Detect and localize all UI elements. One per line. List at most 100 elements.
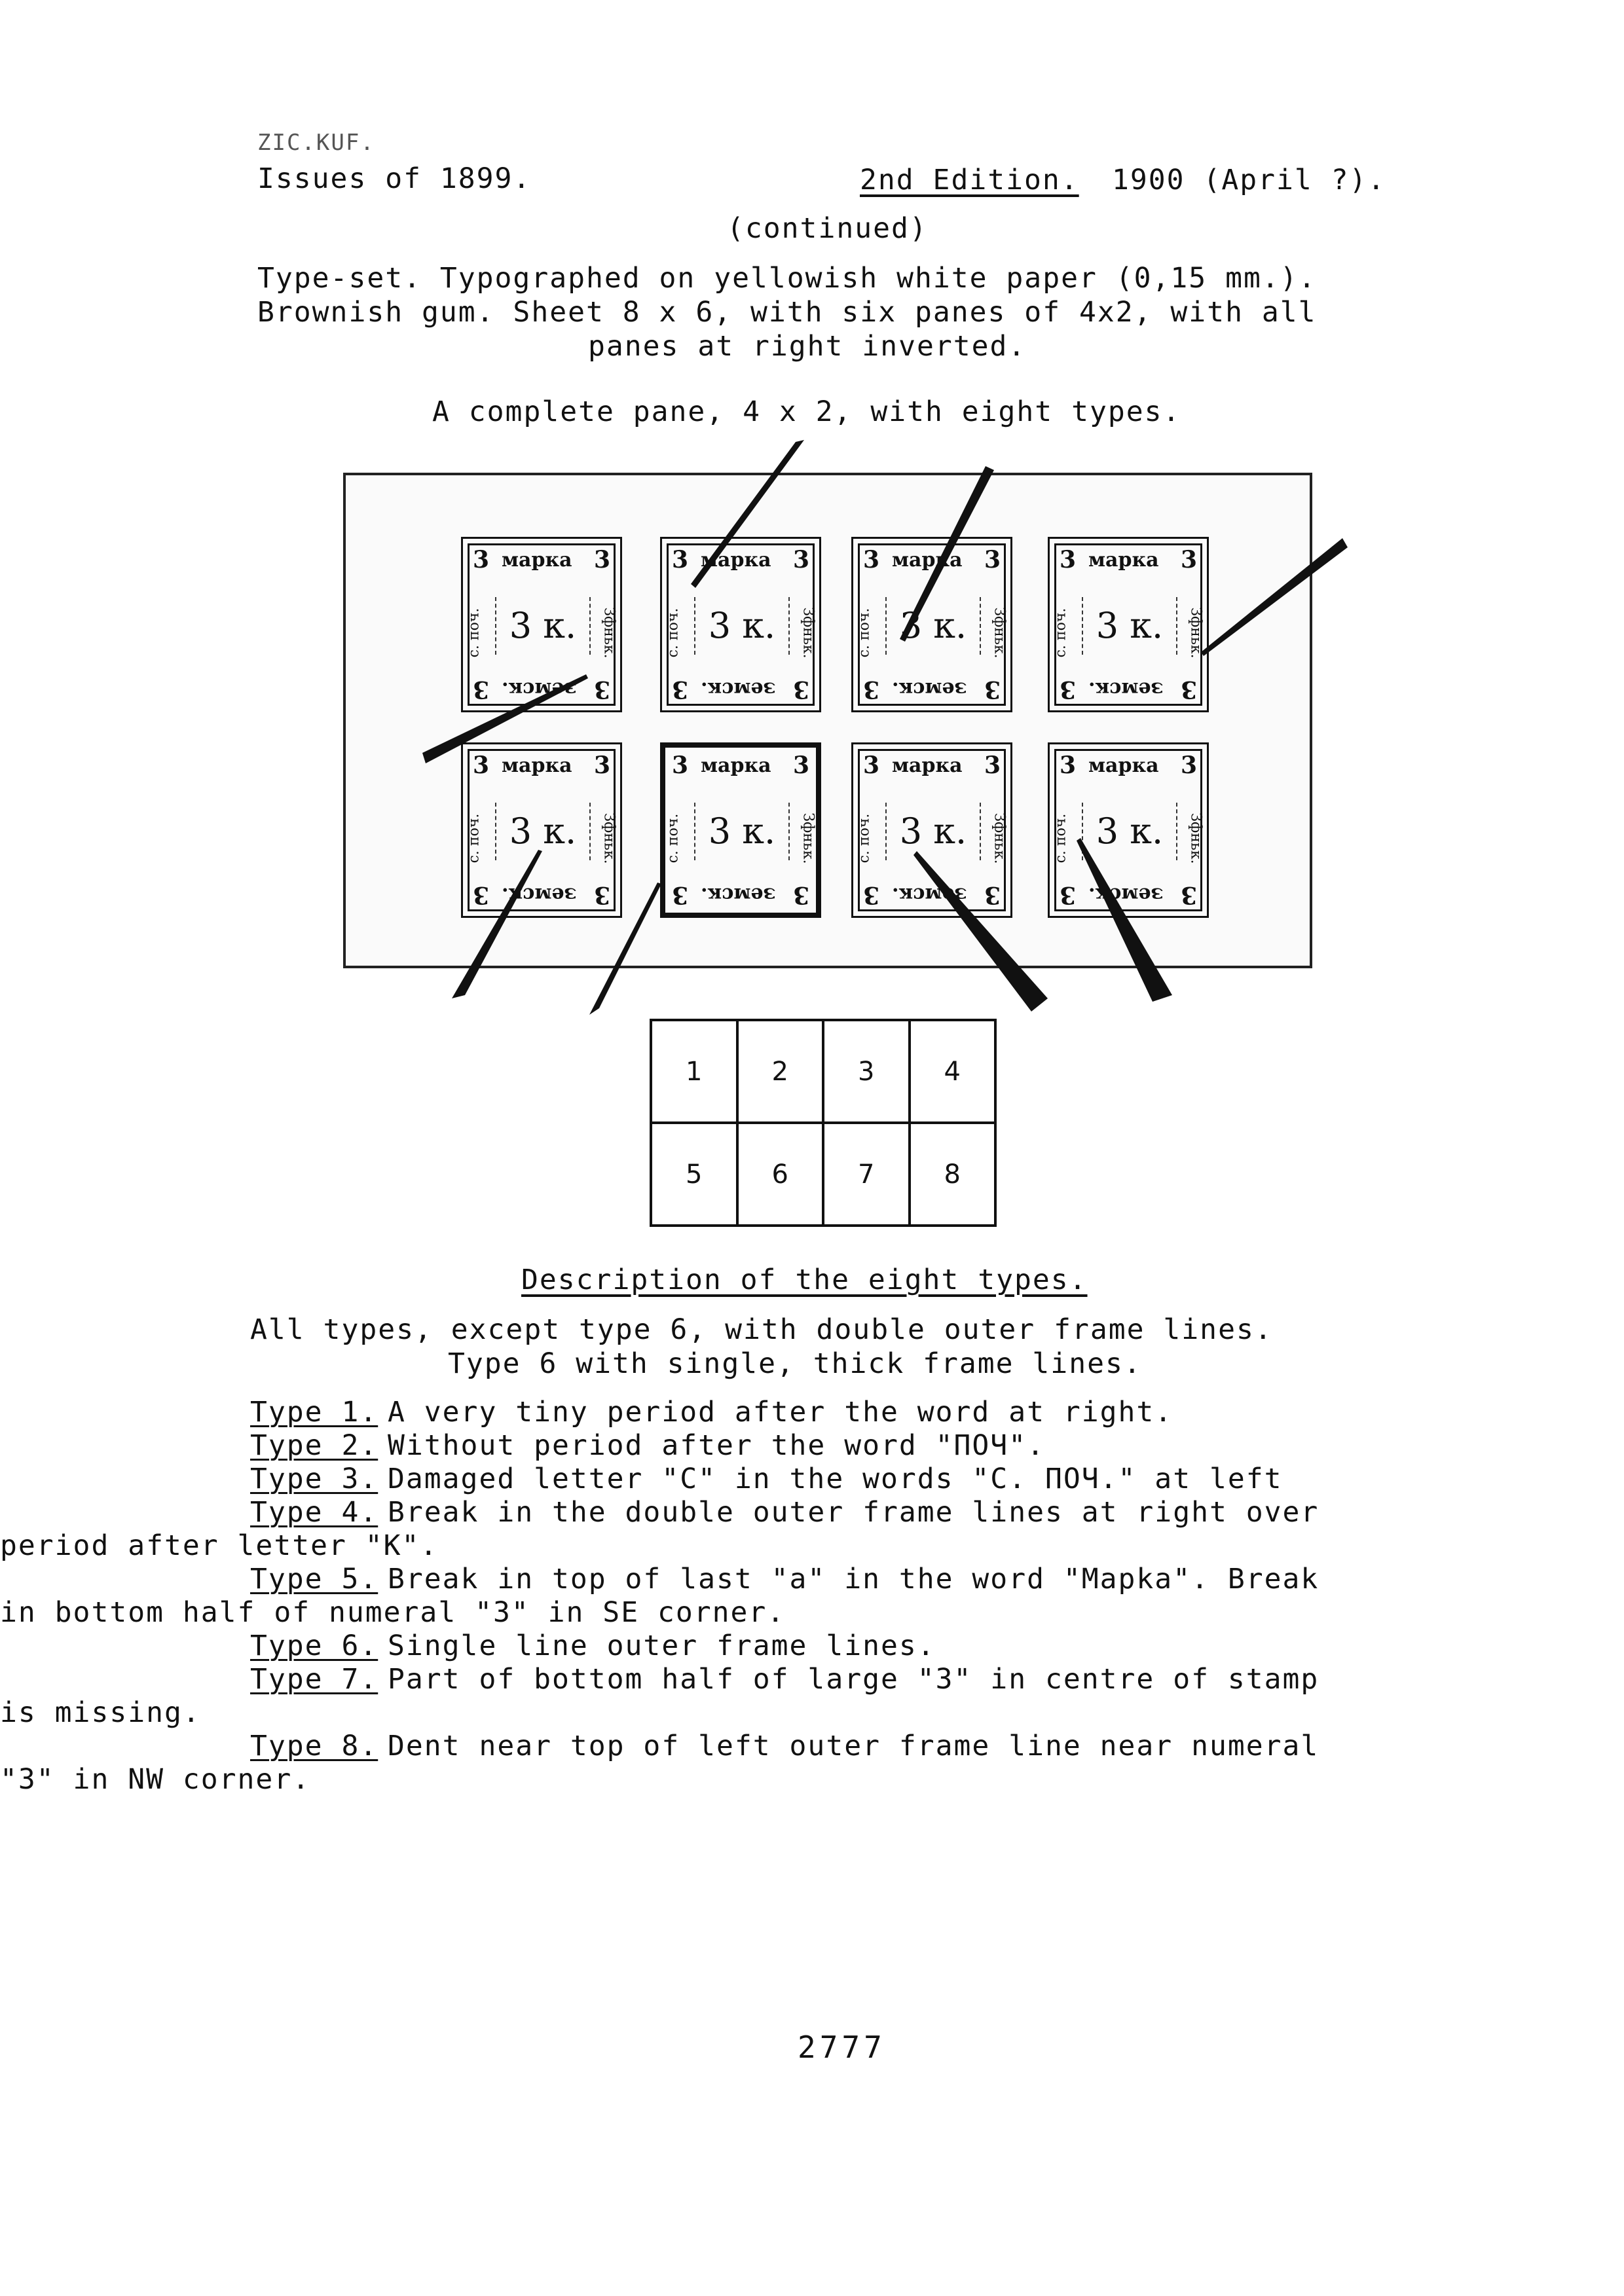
- pointer-stroke: [900, 466, 994, 642]
- stamp-outer-frame: [851, 742, 1012, 918]
- stamp-inner-frame: [1054, 543, 1202, 706]
- intro-line-1: Type-set. Typographed on yellowish white…: [257, 262, 1317, 295]
- continued-label: (continued): [727, 212, 928, 245]
- stamp-corner-numeral: 3: [1180, 752, 1197, 779]
- type-label: Type 4.: [250, 1496, 378, 1529]
- type-label: Type 6.: [250, 1630, 378, 1662]
- pointer-stroke: [452, 850, 542, 998]
- type-description: Break in the double outer frame lines at…: [388, 1496, 1320, 1529]
- type-entry: Type 6. Single line outer frame lines.: [250, 1630, 936, 1662]
- type-entry: Type 3. Damaged letter "C" in the words "…: [250, 1463, 1283, 1495]
- type-description-continued: period after letter "K".: [0, 1529, 439, 1562]
- type-entry: Type 1. A very tiny period after the word…: [250, 1396, 1173, 1429]
- type-label: Type 8.: [250, 1730, 378, 1762]
- page-number: 2777: [798, 2030, 886, 2065]
- pointer-stroke: [691, 440, 804, 588]
- stamp-corner-numeral: 3: [473, 546, 490, 574]
- intro-line-3: panes at right inverted.: [588, 330, 1027, 363]
- stamp-corner-numeral: 3: [1060, 752, 1077, 779]
- type-entry: Type 5. Break in top of last "a" in the w…: [250, 1563, 1319, 1595]
- type-entry: Type 4. Break in the double outer frame l…: [250, 1496, 1319, 1529]
- intro-line-2: Brownish gum. Sheet 8 x 6, with six pane…: [257, 296, 1317, 329]
- stamp-value: 3 к.: [495, 597, 591, 655]
- pointer-stroke: [422, 674, 588, 763]
- stamp-corner-numeral: 3: [1180, 546, 1197, 574]
- stamp-top-word: марка: [502, 754, 572, 777]
- stamp-corner-numeral: 3: [473, 752, 490, 779]
- type-entry: Type 7. Part of bottom half of large "3" …: [250, 1663, 1319, 1696]
- grid-cell: 8: [908, 1121, 997, 1227]
- stamp-value: 3 к.: [1082, 803, 1177, 860]
- stamp-corner-numeral: 3: [1060, 546, 1077, 574]
- type-label: Type 1.: [250, 1396, 378, 1429]
- stamp-corner-numeral: 3: [984, 546, 1001, 574]
- pointer-stroke: [1201, 538, 1348, 656]
- grid-cell: 7: [822, 1121, 911, 1227]
- stamp-top-word: марка: [701, 754, 771, 777]
- stamp-value: 3 к.: [495, 803, 591, 860]
- stamp-outer-frame: [851, 537, 1012, 712]
- description-line-2: Type 6 with single, thick frame lines.: [448, 1347, 1142, 1380]
- edition-date: 1900 (April ?).: [1112, 164, 1386, 196]
- stamp-outer-frame: [1048, 742, 1209, 918]
- stamp-outer-frame: [660, 742, 821, 918]
- type-description: Part of bottom half of large "3" in cent…: [388, 1663, 1320, 1696]
- issues-heading: Issues of 1899.: [257, 162, 532, 195]
- stamp-corner-numeral: 3: [984, 752, 1001, 779]
- type-description-continued: "3" in NW corner.: [0, 1763, 311, 1796]
- stamp-top-word: марка: [1088, 754, 1159, 777]
- stamp-corner-numeral: 3: [593, 546, 610, 574]
- description-line-1: All types, except type 6, with double ou…: [250, 1313, 1273, 1346]
- pointer-stroke: [1077, 838, 1172, 1002]
- stamp-inner-frame: [858, 543, 1006, 706]
- stamp-value: 3 к.: [885, 803, 981, 860]
- type-description-continued: is missing.: [0, 1696, 201, 1729]
- stamp-top-word: марка: [1088, 549, 1159, 572]
- type-label: Type 2.: [250, 1429, 378, 1462]
- stamp-corner-numeral: 3: [593, 752, 610, 779]
- stamp-outer-frame: [461, 537, 622, 712]
- type-description: A very tiny period after the word at rig…: [388, 1396, 1173, 1429]
- type-description: Without period after the word "ПОЧ".: [388, 1429, 1045, 1462]
- type-entry: Type 2. Without period after the word "ПО…: [250, 1429, 1045, 1462]
- stamp-value: 3 к.: [694, 597, 790, 655]
- stamp-outer-frame: [461, 742, 622, 918]
- stamp-corner-numeral: 3: [863, 546, 880, 574]
- grid-cell: 2: [735, 1019, 824, 1124]
- type-label: Type 3.: [250, 1463, 378, 1495]
- stamp-inner-frame: [858, 749, 1006, 911]
- stamp-corner-numeral: 3: [672, 546, 689, 574]
- type-position-grid: 1 2 3 4 5 6 7 8: [650, 1019, 997, 1227]
- stamp-value: 3 к.: [694, 803, 790, 860]
- description-title: Description of the eight types.: [521, 1264, 1088, 1296]
- grid-cell: 3: [822, 1019, 911, 1124]
- grid-cell: 4: [908, 1019, 997, 1124]
- stamp-inner-frame: [468, 543, 616, 706]
- type-description: Damaged letter "C" in the words "C. ПОЧ.…: [388, 1463, 1283, 1495]
- type-description: Single line outer frame lines.: [388, 1630, 936, 1662]
- stamp-top-word: марка: [502, 549, 572, 572]
- grid-cell: 5: [650, 1121, 739, 1227]
- stamp-inner-frame: [468, 749, 616, 911]
- stamp-top-word: марка: [892, 754, 963, 777]
- type-label: Type 7.: [250, 1663, 378, 1696]
- pointer-stroke: [589, 883, 661, 1015]
- stamp-inner-frame: [667, 543, 815, 706]
- stamp-corner-numeral: 3: [792, 752, 809, 779]
- type-description: Break in top of last "a" in the word "Ma…: [388, 1563, 1320, 1595]
- type-label: Type 5.: [250, 1563, 378, 1595]
- pane-caption: A complete pane, 4 x 2, with eight types…: [432, 395, 1181, 428]
- pointer-stroke: [913, 851, 1048, 1011]
- type-entry: Type 8.Dent near top of left outer frame…: [250, 1730, 1319, 1762]
- stamp-inner-frame: [1054, 749, 1202, 911]
- header-fragment: ZIC.KUF.: [257, 130, 375, 156]
- stamp-corner-numeral: 3: [672, 752, 689, 779]
